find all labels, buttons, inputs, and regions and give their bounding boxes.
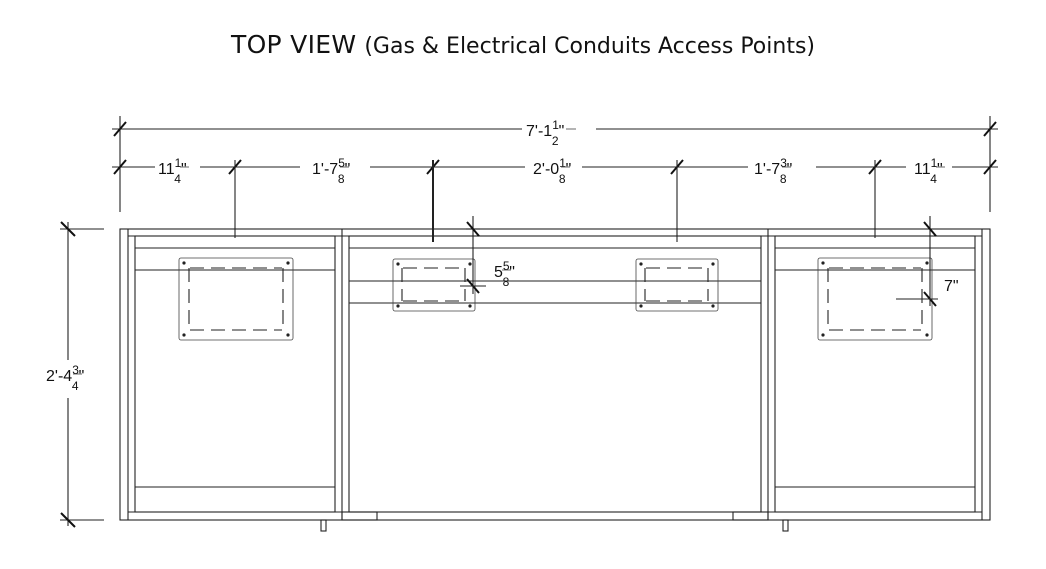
offset-right-label: 7" [944,278,959,295]
title-subtitle: (Gas & Electrical Conduits Access Points… [364,34,815,59]
access-point-right [817,257,933,341]
offset-dimension-right: 7" [896,216,959,307]
access-point-left [178,257,294,341]
access-point-middle-right [635,258,719,312]
cabinet-outline [119,228,991,532]
drawing-title: TOP VIEW (Gas & Electrical Conduits Acce… [0,30,1046,59]
title-main: TOP VIEW [231,30,357,59]
access-point-middle-left [392,258,476,312]
